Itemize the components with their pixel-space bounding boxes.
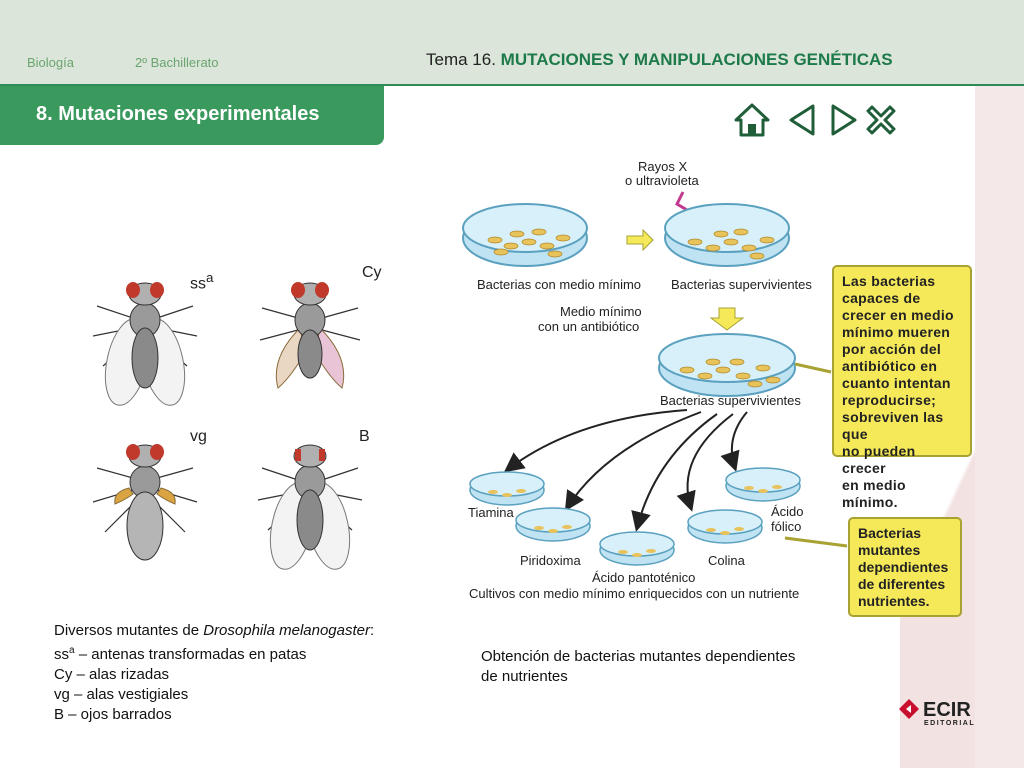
label-rayos-1: Rayos X: [638, 159, 687, 174]
previous-icon[interactable]: [785, 101, 823, 139]
label-bact-medio-minimo: Bacterias con medio mínimo: [477, 277, 641, 292]
label-con-antibiotico: con un antibiótico: [538, 319, 639, 334]
label-bact-supervivientes-2: Bacterias supervivientes: [660, 393, 801, 408]
fly-vg-illustration: [92, 444, 198, 561]
fly-ss-illustration: [92, 282, 198, 406]
label-tiamina: Tiamina: [468, 505, 515, 520]
label-acido-folico-2: fólico: [771, 519, 801, 534]
close-icon[interactable]: [862, 101, 900, 139]
section-title: 8. Mutaciones experimentales: [36, 103, 320, 125]
petri-dish-antibiotic: [658, 333, 796, 397]
petri-dish-piridoxima: [515, 507, 591, 542]
topic-title: Tema 16. MUTACIONES Y MANIPULACIONES GEN…: [426, 50, 893, 70]
label-medio-minimo: Medio mínimo: [560, 304, 642, 319]
fly-cy-illustration: [259, 282, 361, 389]
ecir-logo: ECIR EDITORIAL: [899, 699, 975, 727]
next-icon[interactable]: [823, 101, 861, 139]
label-colina: Colina: [708, 553, 746, 568]
fly-b-illustration: [257, 444, 363, 570]
fly-label-b: B: [359, 428, 370, 445]
label-bact-supervivientes-1: Bacterias supervivientes: [671, 277, 812, 292]
course-label: 2º Bachillerato: [135, 55, 219, 70]
label-acido-pantotenico: Ácido pantoténico: [592, 570, 695, 585]
subject-label: Biología: [27, 55, 74, 70]
topic-prefix: Tema 16.: [426, 50, 501, 69]
fly-label-cy: Cy: [362, 264, 382, 281]
info-box-antibiotic: Las bacterias capaces de crecer en medio…: [832, 265, 972, 510]
petri-dish-survivors: [664, 203, 790, 267]
info-box-mutants: Bacterias mutantes dependientes de difer…: [848, 517, 962, 617]
diagram-caption: Obtención de bacterias mutantes dependie…: [481, 648, 796, 685]
petri-dish-minimal-medium: [462, 203, 588, 267]
label-acido-folico-1: Ácido: [771, 504, 804, 519]
bacteria-diagram: Bacterias con medio mínimo Rayos X o ult…: [462, 159, 848, 601]
label-piridoxima: Piridoxima: [520, 553, 581, 568]
petri-dish-folico: [725, 467, 801, 502]
petri-dish-colina: [687, 509, 763, 544]
fly-label-vg: vg: [190, 428, 207, 445]
logo-name: ECIR: [923, 699, 971, 721]
label-cultivos: Cultivos con medio mínimo enriquecidos c…: [469, 586, 799, 601]
fly-caption: Diversos mutantes de Drosophila melanoga…: [54, 622, 375, 723]
header-band: [0, 0, 1024, 85]
label-rayos-2: o ultravioleta: [625, 173, 699, 188]
topic-name: MUTACIONES Y MANIPULACIONES GENÉTICAS: [500, 50, 893, 69]
logo-sub: EDITORIAL: [924, 720, 975, 727]
header-divider: [0, 84, 1024, 86]
fly-label-ss: ssa: [190, 270, 214, 293]
petri-dish-tiamina: [469, 471, 545, 506]
home-icon[interactable]: [733, 101, 771, 139]
section-banner: 8. Mutaciones experimentales: [0, 86, 384, 145]
petri-dish-pantotenico: [599, 531, 675, 566]
decorative-side-band: [975, 85, 1024, 768]
